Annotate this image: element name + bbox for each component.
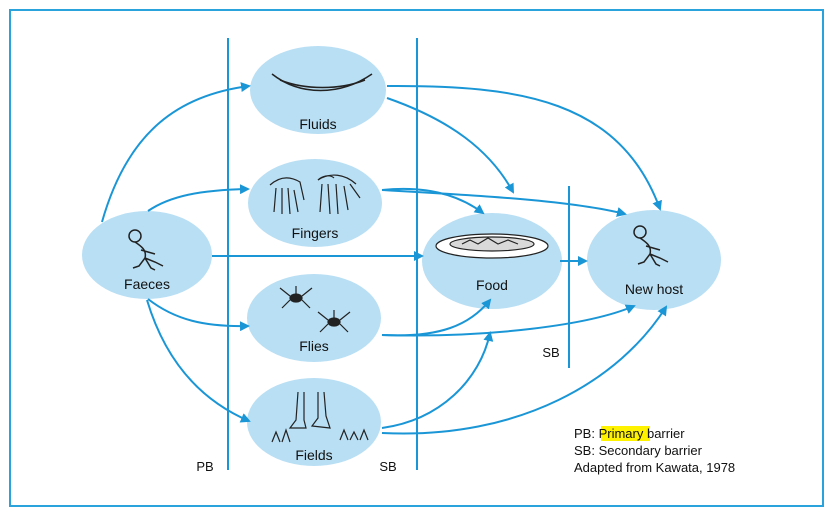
pb-label: PB: [196, 459, 213, 474]
legend-pb: PB: Primary barrier: [574, 426, 685, 441]
arrow-faeces-fields: [146, 299, 251, 423]
legend-sb: SB: Secondary barrier: [574, 443, 703, 458]
water-basin-icon: [271, 73, 373, 92]
plate-of-food-icon: [435, 233, 549, 259]
faeces-label: Faeces: [124, 276, 170, 292]
fields-label: Fields: [295, 447, 332, 463]
diagram-frame: [9, 9, 824, 507]
squatting-person-icon: [633, 225, 669, 267]
fingers-label: Fingers: [292, 225, 339, 241]
food-node: [422, 213, 562, 309]
food-label: Food: [476, 277, 508, 293]
arrow-fluids-food: [386, 97, 514, 194]
arrow-fingers-new-host: [381, 189, 627, 217]
flies-icon: [279, 286, 351, 333]
new-host-label: New host: [625, 281, 683, 297]
arrow-faeces-flies: [147, 298, 250, 332]
arrow-fluids-new-host: [386, 84, 662, 211]
arrow-flies-new-host: [381, 304, 636, 337]
feet-in-grass-icon: [271, 391, 369, 443]
flies-label: Flies: [299, 338, 329, 354]
arrow-fields-food: [381, 331, 494, 429]
faeces-node: [82, 211, 212, 299]
squatting-person-icon: [128, 229, 164, 271]
flies-node: [247, 274, 381, 362]
legend-source: Adapted from Kawata, 1978: [574, 460, 735, 475]
primary-highlight: [601, 426, 650, 441]
fields-node: [247, 378, 381, 466]
fluids-label: Fluids: [299, 116, 336, 132]
sb-inner-label: SB: [542, 345, 559, 360]
fingers-node: [248, 159, 382, 247]
hands-icon: [269, 174, 361, 215]
arrow-faeces-fluids: [101, 82, 251, 223]
arrow-fields-new-host: [381, 305, 668, 435]
sb-label: SB: [379, 459, 396, 474]
arrow-faeces-fingers: [147, 184, 250, 212]
